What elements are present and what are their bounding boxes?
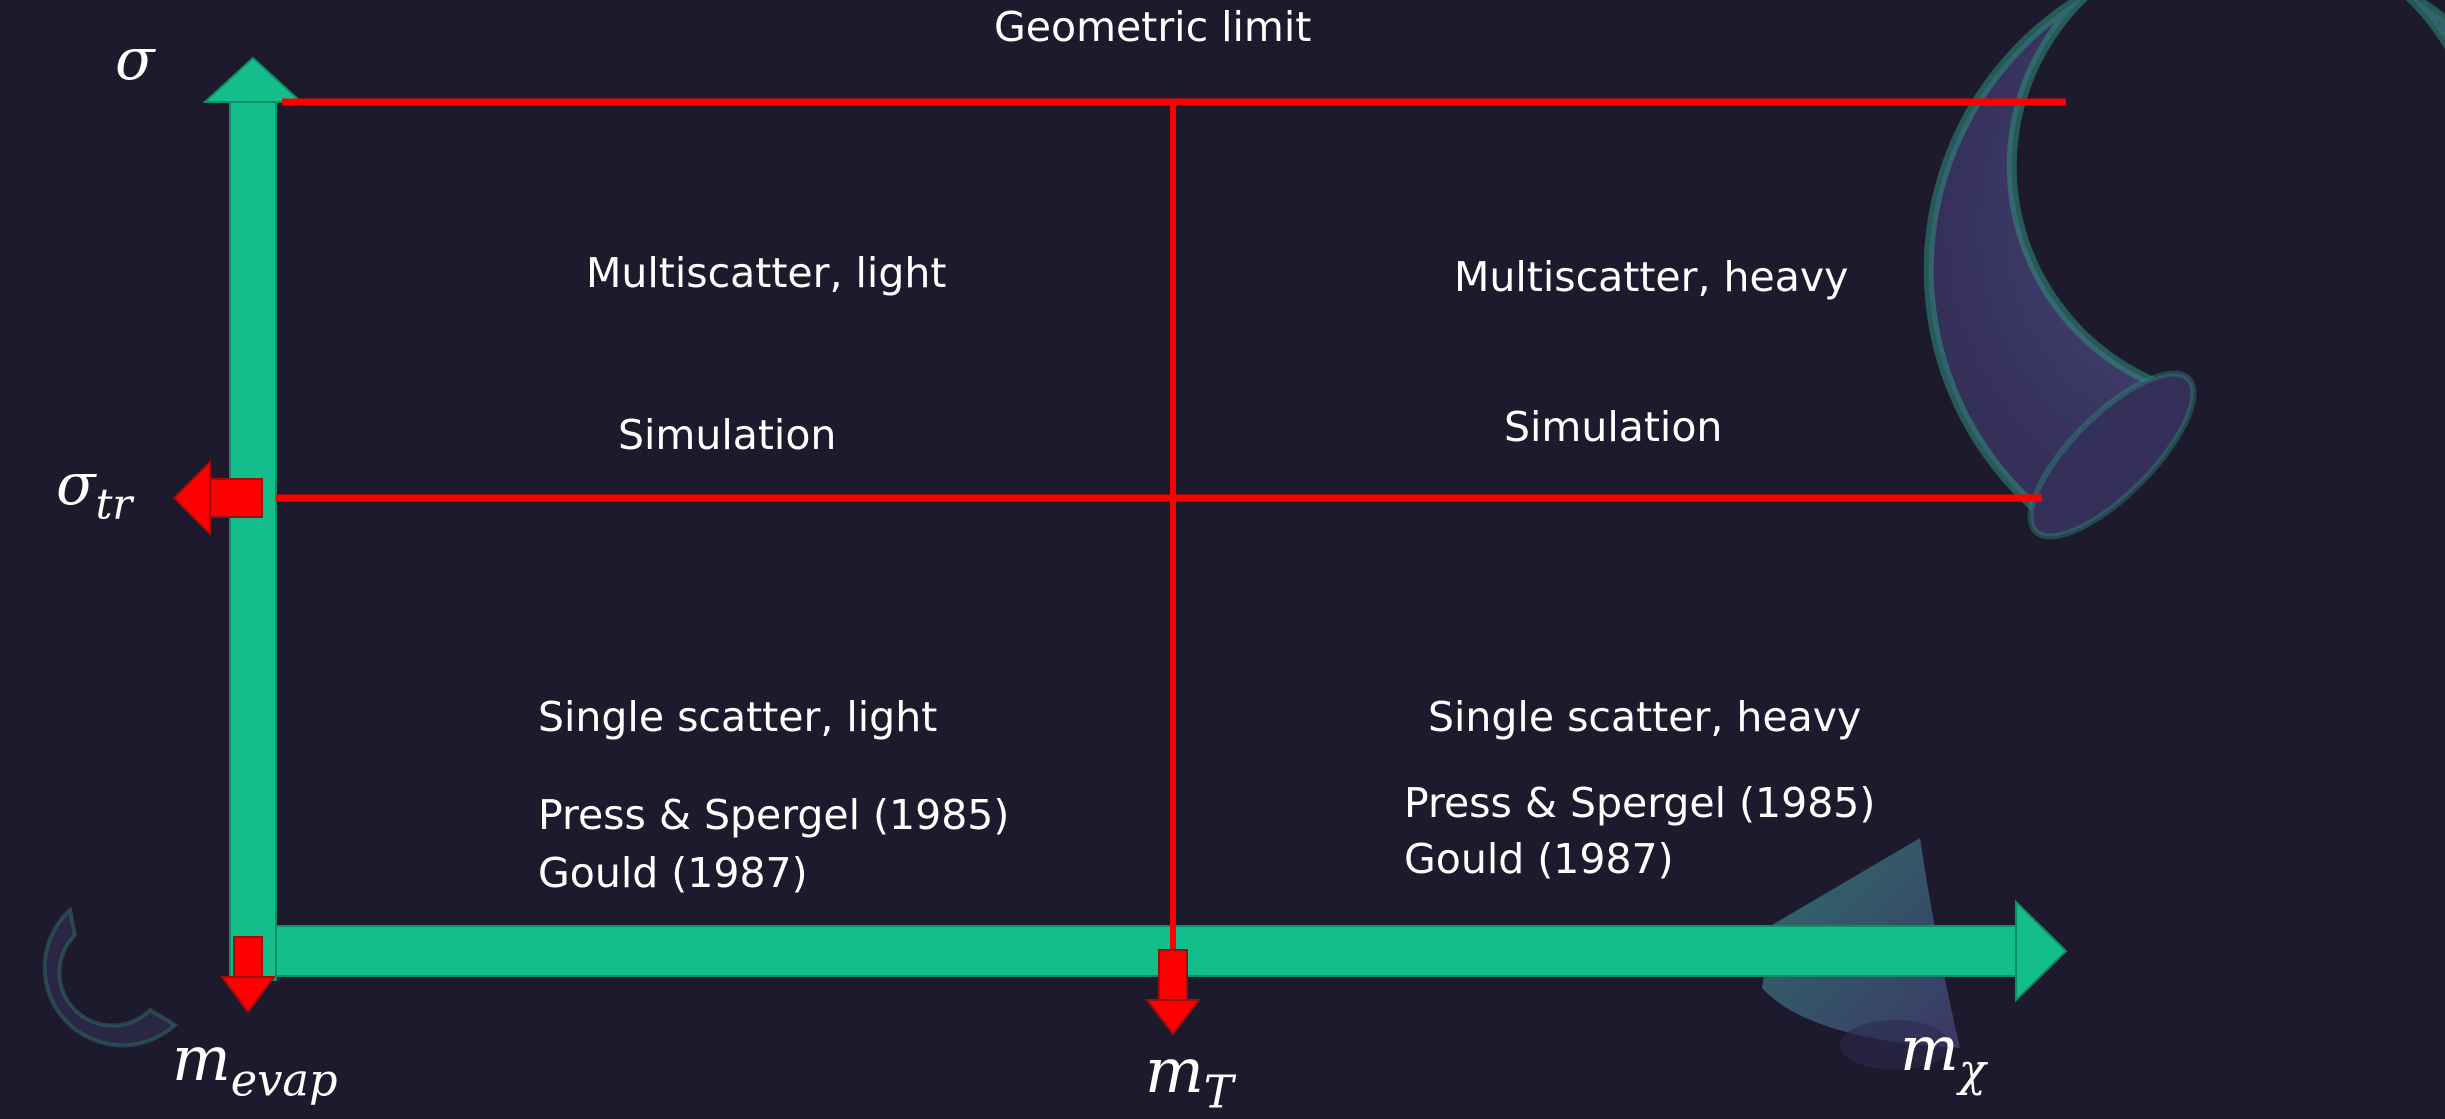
m-evap-label: mevap (172, 1028, 338, 1103)
refs-heavy-line-2: Gould (1987) (1404, 835, 1674, 883)
multiscatter-heavy-label: Multiscatter, heavy (1454, 253, 1849, 301)
sigma-axis-label: σ (115, 25, 155, 93)
m-evap-base: m (172, 1022, 231, 1095)
multiscatter-light-label: Multiscatter, light (586, 249, 947, 297)
refs-light-line-2: Gould (1987) (538, 849, 808, 897)
sigma-tr-subscript: tr (95, 479, 133, 529)
x-axis-arrow (275, 899, 2068, 1003)
m-chi-label: mχ (1900, 1018, 1986, 1093)
refs-light-line-1: Press & Spergel (1985) (538, 791, 1010, 839)
single-scatter-light-label: Single scatter, light (538, 693, 938, 741)
simulation-heavy-label: Simulation (1504, 403, 1723, 451)
geometric-limit-label: Geometric limit (994, 3, 1312, 51)
y-axis-arrow (202, 56, 304, 981)
m-T-red-arrow (1144, 949, 1202, 1036)
single-scatter-heavy-label: Single scatter, heavy (1428, 693, 1862, 741)
sigma-tr-base: σ (56, 450, 96, 518)
m-evap-subscript: evap (230, 1054, 338, 1107)
sigma-tr-label: σtr (56, 455, 132, 525)
decorative-torus-top-right (1923, 0, 2445, 540)
sigma-tr-red-arrow (172, 459, 263, 537)
m-T-subscript: T (1203, 1066, 1234, 1119)
simulation-light-label: Simulation (618, 411, 837, 459)
m-T-label: mT (1145, 1040, 1234, 1115)
m-evap-red-arrow (220, 936, 276, 1014)
m-chi-subscript: χ (1958, 1044, 1986, 1097)
m-T-base: m (1145, 1034, 1204, 1107)
refs-heavy-line-1: Press & Spergel (1985) (1404, 779, 1876, 827)
decorative-torus-bottom-left (42, 906, 179, 1048)
m-chi-base: m (1900, 1012, 1959, 1085)
